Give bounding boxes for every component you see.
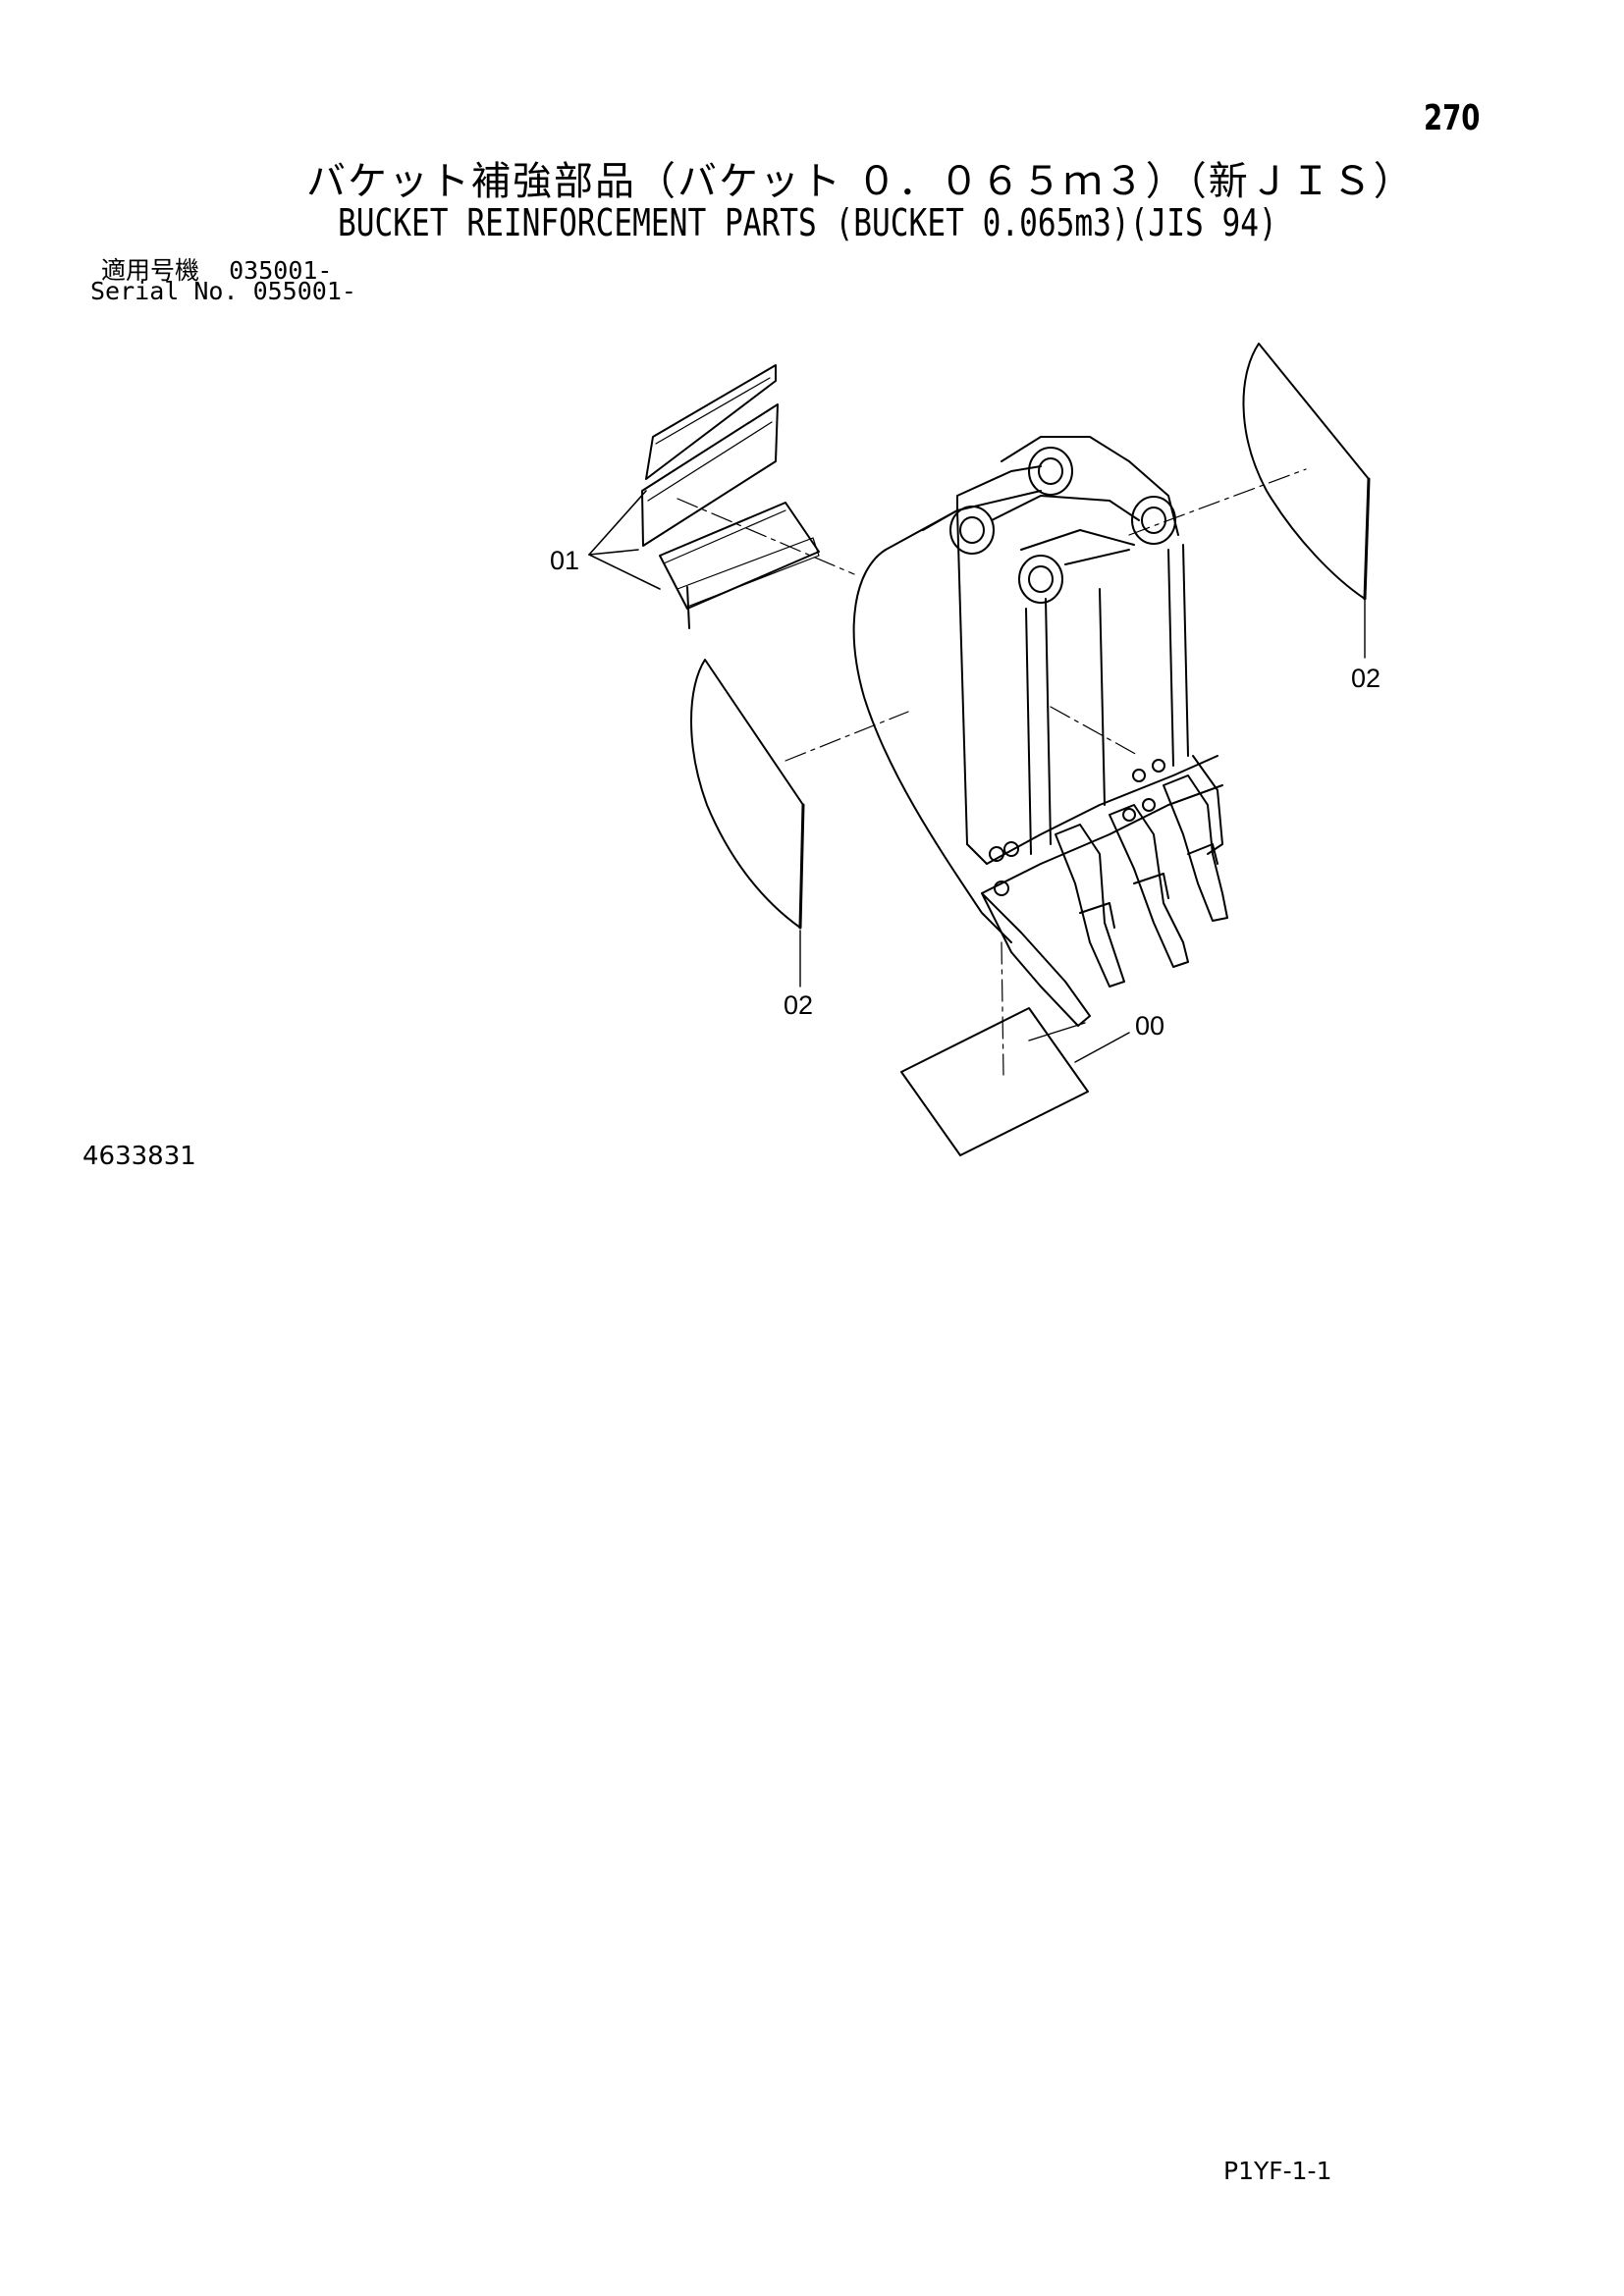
- serial-jp-label: 適用号機: [101, 256, 200, 285]
- callout-01: 01: [550, 546, 579, 575]
- part-02-side-plate-left: [690, 659, 805, 988]
- serial-en-label: Serial No.: [90, 277, 239, 305]
- part-00-base-plate: [900, 1007, 1089, 1156]
- callout-02-left: 02: [784, 990, 813, 1020]
- serial-en-value: 055001-: [252, 277, 356, 305]
- page-title-english: BUCKET REINFORCEMENT PARTS (BUCKET 0.065…: [338, 201, 1277, 244]
- serial-applicability-jp: 適用号機 035001-: [101, 251, 332, 287]
- drawing-number: 4633831: [82, 1142, 196, 1171]
- part-01-reinforcement-plates: [641, 364, 820, 629]
- center-lines: [677, 468, 1307, 1076]
- page-title-japanese: バケット補強部品（バケット ０．０６５ｍ３）（新ＪＩＳ）: [306, 159, 1415, 204]
- callout-00: 00: [1135, 1011, 1164, 1041]
- leader-00: [1074, 1032, 1130, 1063]
- bucket-assembly: [852, 436, 1228, 1027]
- sheet-code: P1YF-1-1: [1223, 2157, 1332, 2185]
- leader-01: [588, 490, 661, 590]
- page-number: 270: [1424, 98, 1481, 138]
- serial-applicability-en: Serial No. 055001-: [90, 277, 356, 305]
- callout-02-right: 02: [1351, 664, 1380, 693]
- part-02-side-plate-right: [1242, 343, 1371, 659]
- serial-jp-value: 035001-: [229, 256, 333, 285]
